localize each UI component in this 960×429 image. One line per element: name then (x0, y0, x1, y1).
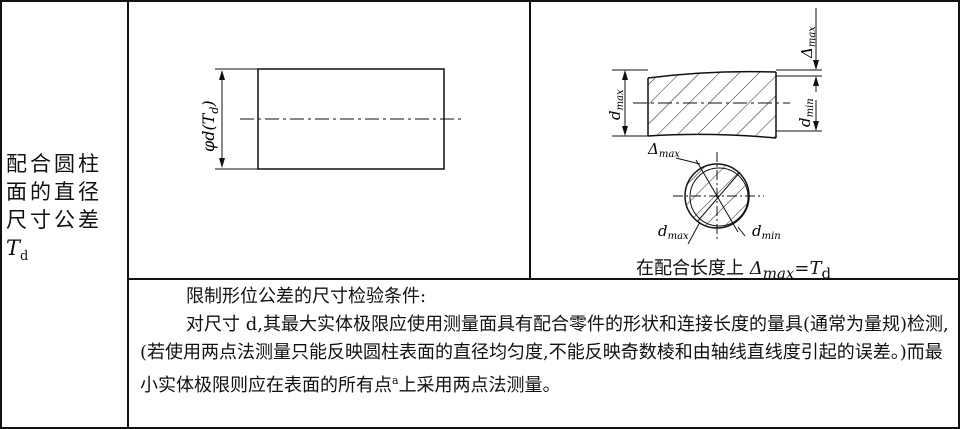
notes-title: 限制形位公差的尺寸检验条件: (186, 286, 427, 307)
cylinder-side-view (215, 68, 462, 170)
row-label-line-1: 配合圆柱 (6, 152, 102, 176)
delta-max-label-top: Δmax (798, 26, 818, 59)
row-label-line-3: 尺寸公差 (6, 208, 102, 232)
inspection-notes: 限制形位公差的尺寸检验条件: 对尺寸 d,其最大实体极限应使用测量面具有配合零件… (140, 283, 952, 400)
figure-caption: 在配合长度上 Δmax=Td (636, 258, 832, 283)
delta-max-label-circle: Δmax (647, 140, 680, 160)
row-label: 配合圆柱 面的直径 尺寸公差 Td (6, 150, 126, 271)
d-min-label-side: dmin (796, 98, 816, 127)
cross-section-view (673, 152, 764, 245)
d-max-label-side: dmax (606, 89, 626, 120)
tapered-cylinder-view (612, 8, 822, 139)
row-label-line-2: 面的直径 (6, 180, 102, 204)
left-dim-label: φd(Td) (199, 100, 221, 152)
d-max-label-circle: dmax (658, 222, 689, 242)
notes-body: 对尺寸 d,其最大实体极限应使用测量面具有配合零件的形状和连接长度的量具(通常为… (140, 314, 949, 396)
row-label-symbol: Td (6, 236, 32, 265)
d-min-label-circle: dmin (752, 222, 781, 242)
